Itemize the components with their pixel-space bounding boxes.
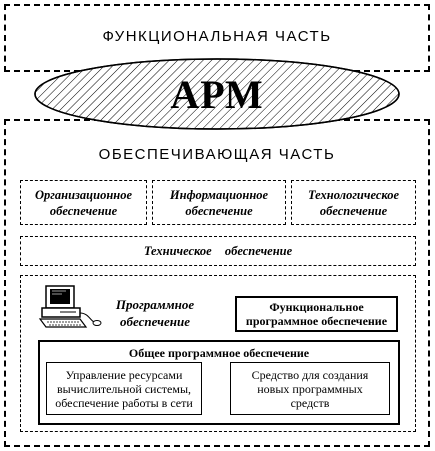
resource-management-box: Управление ресурсами вычислительной сист… [46,362,202,415]
functional-software-label: Функциональное программное обеспечение [245,300,388,328]
technological-support-label: Технологическое обеспечение [307,187,400,218]
technological-support-box: Технологическое обеспечение [291,180,416,225]
support-part-title: ОБЕСПЕЧИВАЮЩАЯ ЧАСТЬ [98,146,336,163]
functional-part-title: ФУНКЦИОНАЛЬНАЯ ЧАСТЬ [102,27,332,45]
information-support-label: Информационное обеспечение [169,187,269,218]
general-software-title: Общее программное обеспечение [128,346,310,360]
information-support-box: Информационное обеспечение [152,180,286,225]
organizational-support-label: Организационное обеспечение [35,187,132,218]
software-support-box [20,275,416,432]
technical-support-label: Техническое обеспечение [143,244,293,258]
organizational-support-box: Организационное обеспечение [20,180,147,225]
software-support-label: Программное обеспечение [115,297,195,329]
dev-tools-label: Средство для создания новых программных … [251,367,369,410]
resource-management-label: Управление ресурсами вычислительной сист… [55,367,193,410]
functional-software-box: Функциональное программное обеспечение [235,296,398,332]
arm-label: АРМ [170,71,264,117]
technical-support-box: Техническое обеспечение [20,236,416,266]
dev-tools-box: Средство для создания новых программных … [230,362,390,415]
general-software-box [38,340,400,425]
